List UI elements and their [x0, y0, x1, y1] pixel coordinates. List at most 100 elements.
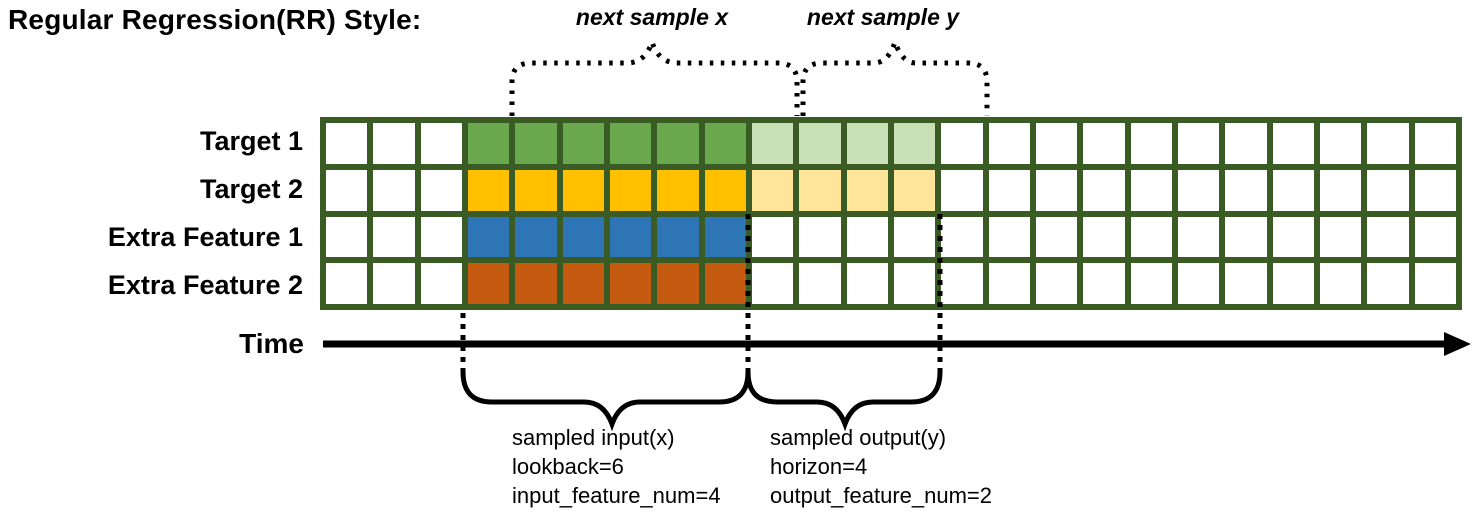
cell-r3-c11 [846, 263, 888, 304]
cell-r3-c12 [893, 263, 936, 304]
cell-r1-c17 [1130, 169, 1172, 211]
sampled-input-brace [460, 371, 751, 432]
cell-r2-c20 [1272, 216, 1314, 258]
cell-r0-c11 [846, 123, 888, 164]
cell-r1-c2 [420, 169, 462, 211]
cell-r0-c5 [562, 123, 604, 164]
cell-r1-c18 [1177, 169, 1220, 211]
cell-r1-c16 [1083, 169, 1125, 211]
sampled-output-line-2: horizon=4 [770, 454, 868, 479]
cell-r2-c3 [467, 216, 510, 258]
cell-r2-c13 [941, 216, 983, 258]
cell-r3-c13 [941, 263, 983, 304]
cell-r1-c9 [751, 169, 794, 211]
sampled-output-line-3: output_feature_num=2 [770, 483, 993, 508]
cell-r2-c12 [893, 216, 936, 258]
cell-r0-c6 [609, 123, 652, 164]
cell-r2-c14 [988, 216, 1030, 258]
sampled-output-note: sampled output(y) horizon=4 output_featu… [770, 423, 992, 510]
page-title: Regular Regression(RR) Style: [8, 4, 422, 35]
cell-r1-c8 [704, 169, 746, 211]
cell-r1-c3 [467, 169, 510, 211]
cell-r0-c22 [1367, 123, 1409, 164]
cell-r0-c23 [1414, 123, 1456, 164]
cell-r0-c13 [941, 123, 983, 164]
cell-r0-c14 [988, 123, 1030, 164]
sampled-output-line-1: sampled output(y) [770, 425, 947, 450]
cell-r2-c10 [799, 216, 841, 258]
cell-r2-c21 [1319, 216, 1362, 258]
cell-r0-c20 [1272, 123, 1314, 164]
cell-r3-c22 [1367, 263, 1409, 304]
cell-r0-c1 [373, 123, 415, 164]
sampled-output-brace [745, 371, 943, 432]
cell-r2-c16 [1083, 216, 1125, 258]
cell-r0-c8 [704, 123, 746, 164]
sample-grid [320, 117, 1462, 310]
cell-r1-c20 [1272, 169, 1314, 211]
cell-r1-c21 [1319, 169, 1362, 211]
cell-r0-c21 [1319, 123, 1362, 164]
cell-r3-c23 [1414, 263, 1456, 304]
cell-r2-c19 [1225, 216, 1267, 258]
cell-r1-c14 [988, 169, 1030, 211]
cell-r1-c6 [609, 169, 652, 211]
cell-r0-c4 [515, 123, 557, 164]
cell-r0-c0 [326, 123, 368, 164]
cell-r2-c6 [609, 216, 652, 258]
cell-r0-c18 [1177, 123, 1220, 164]
cell-r0-c17 [1130, 123, 1172, 164]
cell-r2-c11 [846, 216, 888, 258]
cell-r2-c7 [657, 216, 699, 258]
cell-r1-c15 [1035, 169, 1078, 211]
cell-r0-c2 [420, 123, 462, 164]
next-sample-x-brace [509, 34, 800, 116]
time-axis-label: Time [239, 328, 304, 359]
cell-r2-c8 [704, 216, 746, 258]
cell-r3-c9 [751, 263, 794, 304]
cell-r1-c5 [562, 169, 604, 211]
cell-r3-c5 [562, 263, 604, 304]
cell-r0-c9 [751, 123, 794, 164]
sampled-input-note: sampled input(x) lookback=6 input_featur… [512, 423, 721, 510]
cell-r3-c17 [1130, 263, 1172, 304]
cell-r1-c11 [846, 169, 888, 211]
cell-r0-c12 [893, 123, 936, 164]
row-label-extra-feature-1: Extra Feature 1 [107, 222, 303, 253]
cell-r3-c6 [609, 263, 652, 304]
cell-r2-c15 [1035, 216, 1078, 258]
cell-r3-c14 [988, 263, 1030, 304]
cell-r2-c4 [515, 216, 557, 258]
cell-r0-c19 [1225, 123, 1267, 164]
cell-r1-c19 [1225, 169, 1267, 211]
cell-r2-c1 [373, 216, 415, 258]
cell-r3-c8 [704, 263, 746, 304]
cell-r1-c7 [657, 169, 699, 211]
cell-r3-c2 [420, 263, 462, 304]
row-label-extra-feature-2: Extra Feature 2 [107, 270, 303, 301]
cell-r3-c3 [467, 263, 510, 304]
cell-r3-c1 [373, 263, 415, 304]
cell-r0-c16 [1083, 123, 1125, 164]
cell-r2-c9 [751, 216, 794, 258]
cell-r3-c0 [326, 263, 368, 304]
cell-r1-c22 [1367, 169, 1409, 211]
cell-r3-c15 [1035, 263, 1078, 304]
cell-r2-c18 [1177, 216, 1220, 258]
cell-r3-c10 [799, 263, 841, 304]
cell-r3-c4 [515, 263, 557, 304]
cell-r0-c3 [467, 123, 510, 164]
sampled-input-line-2: lookback=6 [512, 454, 624, 479]
cell-r1-c10 [799, 169, 841, 211]
cell-r3-c7 [657, 263, 699, 304]
cell-r1-c1 [373, 169, 415, 211]
next-sample-y-brace [800, 34, 990, 116]
cell-r3-c20 [1272, 263, 1314, 304]
row-label-target-1: Target 1 [199, 125, 303, 156]
cell-r1-c23 [1414, 169, 1456, 211]
row-labels: Target 1 Target 2 Extra Feature 1 Extra … [0, 117, 312, 310]
cell-r3-c19 [1225, 263, 1267, 304]
sampled-input-line-3: input_feature_num=4 [512, 483, 721, 508]
sampled-input-line-1: sampled input(x) [512, 425, 675, 450]
cell-r1-c4 [515, 169, 557, 211]
